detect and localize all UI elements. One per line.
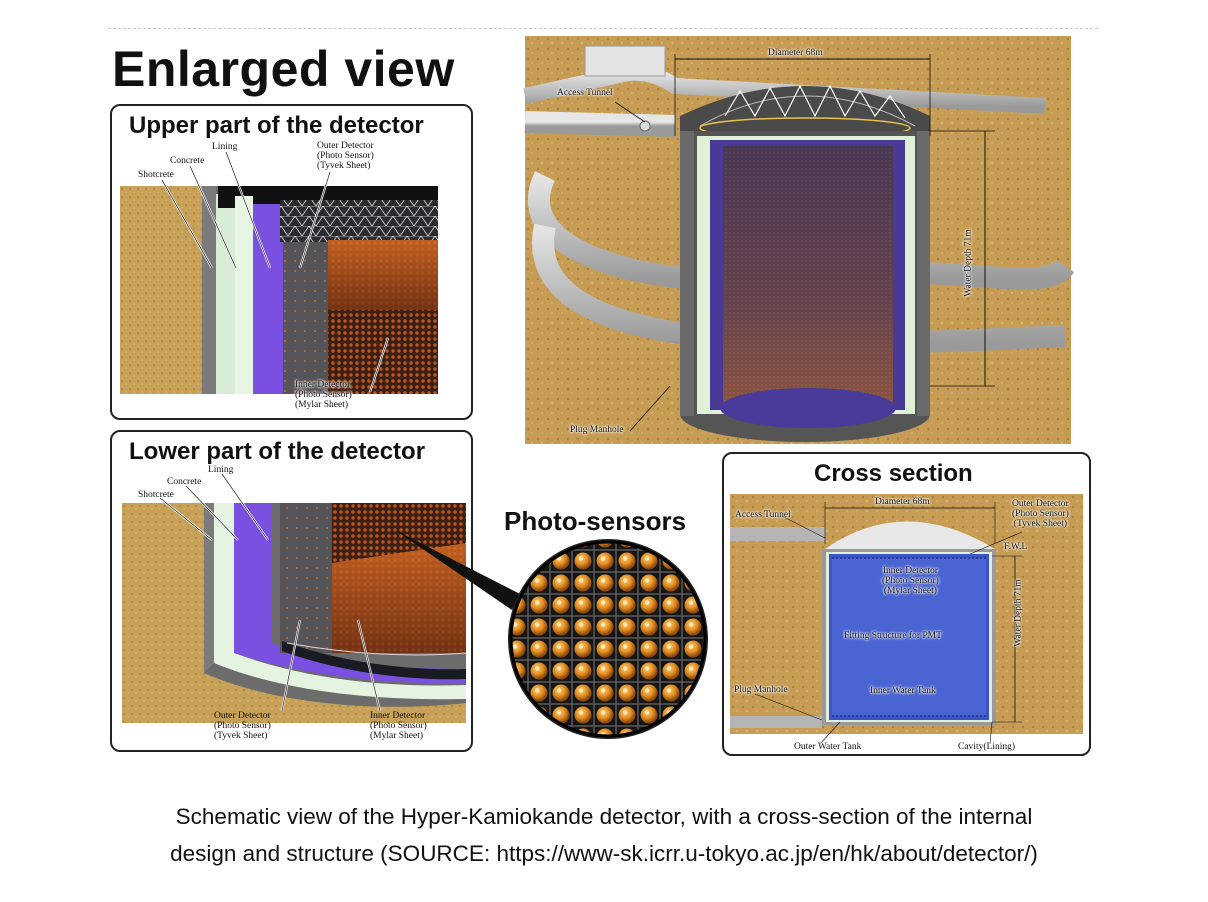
- cs-outer-water-tank-label: Outer Water Tank: [794, 742, 861, 752]
- figure-caption: Schematic view of the Hyper-Kamiokande d…: [0, 798, 1208, 872]
- cs-diameter-label: Diameter 68m: [875, 497, 930, 507]
- cs-inner-water-tank-label: Inner Water Tank: [870, 686, 936, 696]
- cs-cavity-label: Cavity(Lining): [958, 742, 1015, 752]
- caption-line-1: Schematic view of the Hyper-Kamiokande d…: [0, 798, 1208, 835]
- cs-outer-detector-label: Outer Detector (Photo Sensor) (Tyvek She…: [1012, 499, 1069, 529]
- cs-fwl-label: F.W.L: [1004, 542, 1027, 552]
- main-diameter-label: Diameter 68m: [768, 48, 823, 58]
- cross-section-illustration: [730, 494, 1083, 734]
- cs-water-depth-label: Water Depth 71m: [1014, 579, 1024, 646]
- cs-inner-detector-label: Inner Detector (Photo Sensor) (Mylar She…: [882, 566, 939, 596]
- cross-section-title: Cross section: [814, 460, 973, 488]
- cs-access-tunnel-label: Access Tunnel: [735, 510, 791, 520]
- main-water-depth-label: Water Depth 71m: [964, 229, 974, 296]
- main-access-tunnel-label: Access Tunnel: [557, 88, 613, 98]
- main-plug-manhole-label: Plug Manhole: [570, 425, 624, 435]
- cs-plug-manhole-label: Plug Manhole: [734, 685, 788, 695]
- caption-line-2: design and structure (SOURCE: https://ww…: [0, 835, 1208, 872]
- cs-fitting-structure-label: Fitting Structure for PMT: [844, 631, 942, 641]
